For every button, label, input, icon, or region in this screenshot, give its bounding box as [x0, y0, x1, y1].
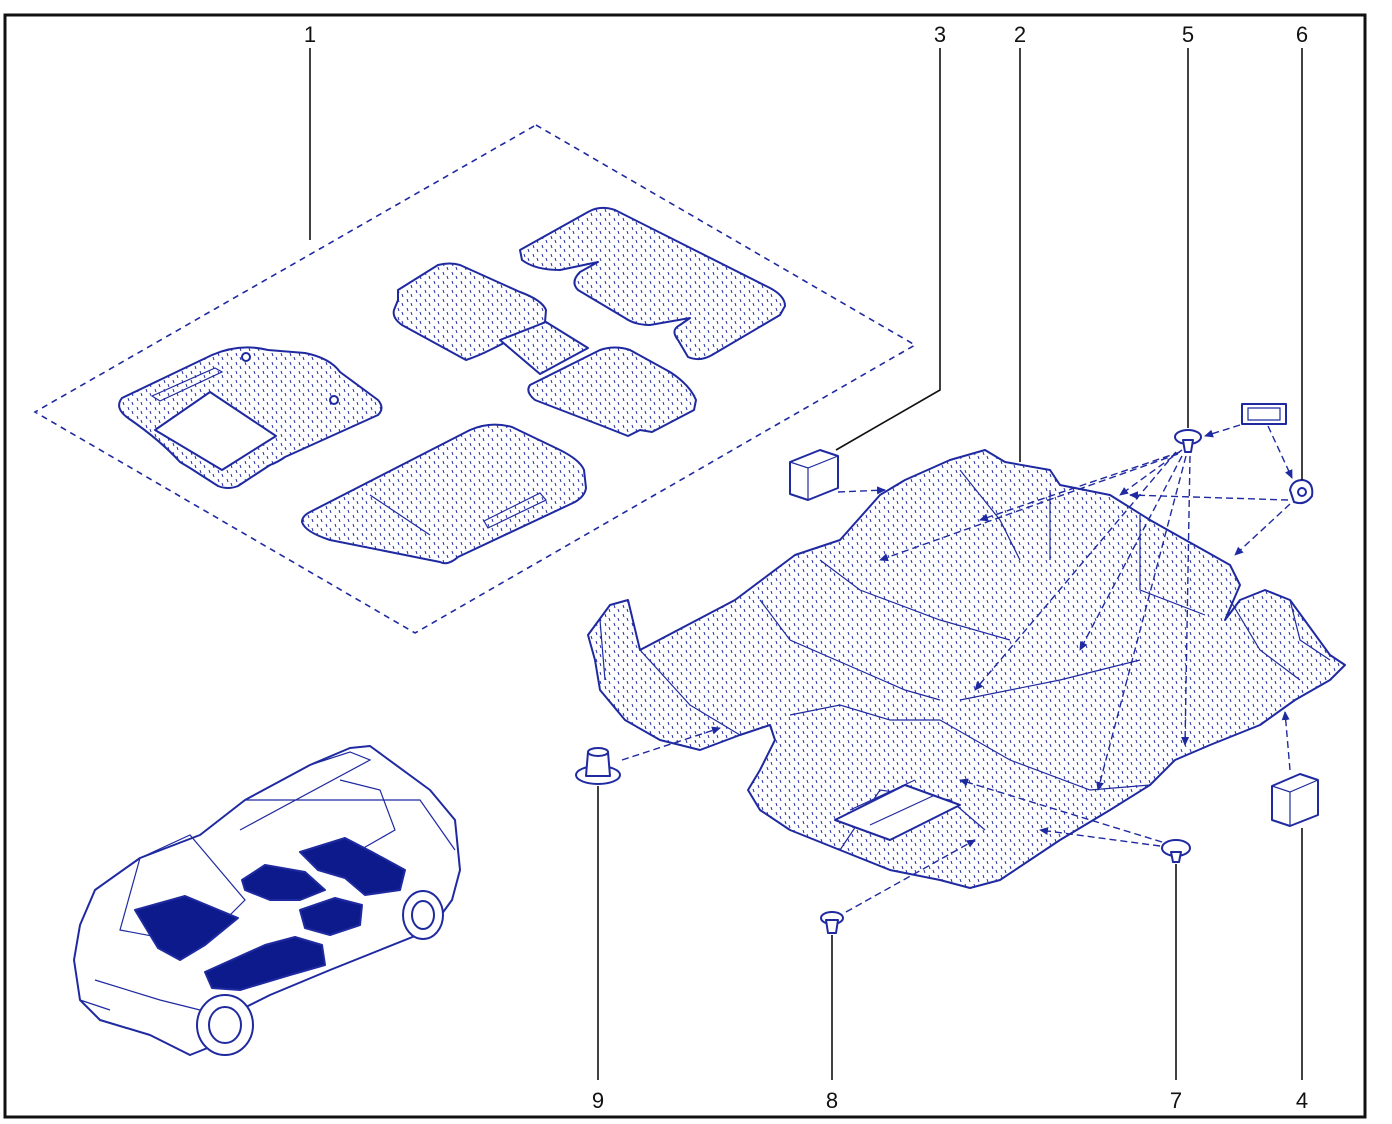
highlight-third-row-mat — [299, 837, 406, 896]
part-7-clip — [1161, 839, 1191, 863]
arrow-6c — [1129, 491, 1289, 501]
callout-6: 6 — [1296, 22, 1308, 47]
floor-carpet — [587, 449, 1346, 889]
callout-4: 4 — [1296, 1088, 1308, 1113]
second-row-center-strip — [499, 321, 589, 375]
arrow-5d — [1079, 455, 1183, 651]
border — [3, 13, 1367, 1119]
floor-mat-set — [33, 124, 917, 634]
callout-7: 7 — [1170, 1088, 1182, 1113]
highlight-front-left-mat — [134, 895, 239, 961]
highlight-second-row-right-mat — [299, 897, 363, 936]
carpet-body — [587, 449, 1346, 889]
front-right-mat — [301, 423, 587, 565]
arrow-6b — [1234, 503, 1291, 556]
arrow-5g — [974, 451, 1177, 691]
part-5-clip — [1174, 429, 1202, 453]
vehicle-sketch — [73, 745, 461, 1056]
arrow-7b — [959, 778, 1163, 843]
part-9-plug — [575, 747, 621, 785]
part-8-clip — [820, 911, 844, 934]
highlight-front-right-mat — [204, 936, 326, 991]
arrow-6a — [1267, 425, 1293, 479]
arrow-5b — [979, 451, 1181, 522]
second-row-mat-right — [527, 346, 697, 437]
arrow-4 — [1281, 711, 1291, 771]
arrow-8 — [845, 839, 976, 913]
front-left-mat-heelpad — [154, 391, 277, 471]
mat-fixing-hole — [329, 395, 339, 405]
part-3-pad — [789, 449, 839, 501]
arrow-3 — [837, 486, 886, 495]
callout-8: 8 — [826, 1088, 838, 1113]
arrow-9 — [621, 726, 721, 761]
arrow-5h — [1204, 424, 1241, 438]
arrow-5e — [1096, 455, 1187, 791]
callout-9: 9 — [592, 1088, 604, 1113]
callout-1: 1 — [304, 22, 316, 47]
part-6-clip — [1289, 479, 1314, 505]
mat-set-boundary — [33, 124, 917, 634]
leader-3 — [835, 48, 941, 451]
callout-2: 2 — [1014, 22, 1026, 47]
mat-fixing-hole — [241, 352, 251, 362]
arrow-7a — [1039, 827, 1161, 847]
part-4-pad — [1271, 773, 1319, 827]
fixing-bracket — [1241, 403, 1287, 425]
highlight-second-row-left-mat — [241, 864, 326, 901]
third-row-mat — [519, 206, 786, 361]
vehicle-body — [73, 745, 461, 1056]
arrow-5c — [879, 453, 1179, 562]
arrow-5f — [1181, 455, 1191, 746]
callout-5: 5 — [1182, 22, 1194, 47]
callout-3: 3 — [934, 22, 946, 47]
